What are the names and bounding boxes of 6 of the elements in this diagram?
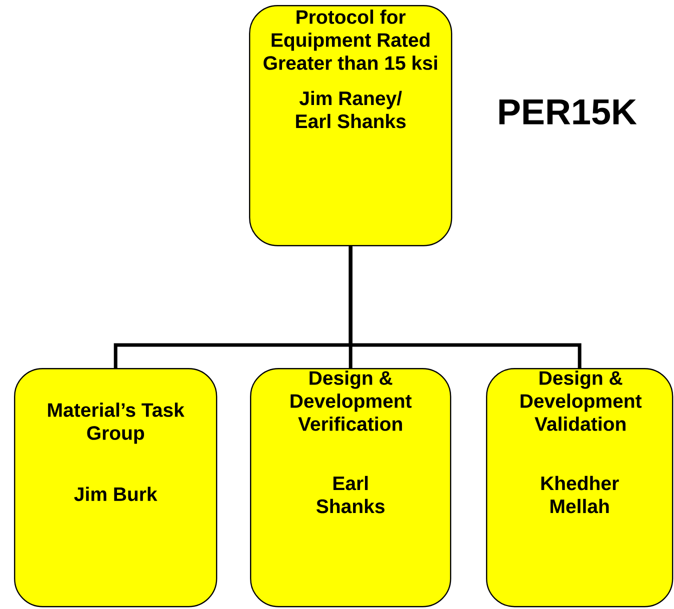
process-box: Protocol for Equipment Rated Greater than 15 ksi Jim Raney/ Earl Shanks — [249, 5, 452, 246]
process-box: Design & Development Validation Khedher Mellah — [486, 368, 674, 608]
process-box: Design & Development Verification Earl Shanks — [250, 368, 452, 608]
project-code: PER15K — [499, 99, 637, 125]
process-box: Material’s Task Group Jim Burk — [14, 368, 218, 608]
connector-line — [348, 246, 582, 368]
